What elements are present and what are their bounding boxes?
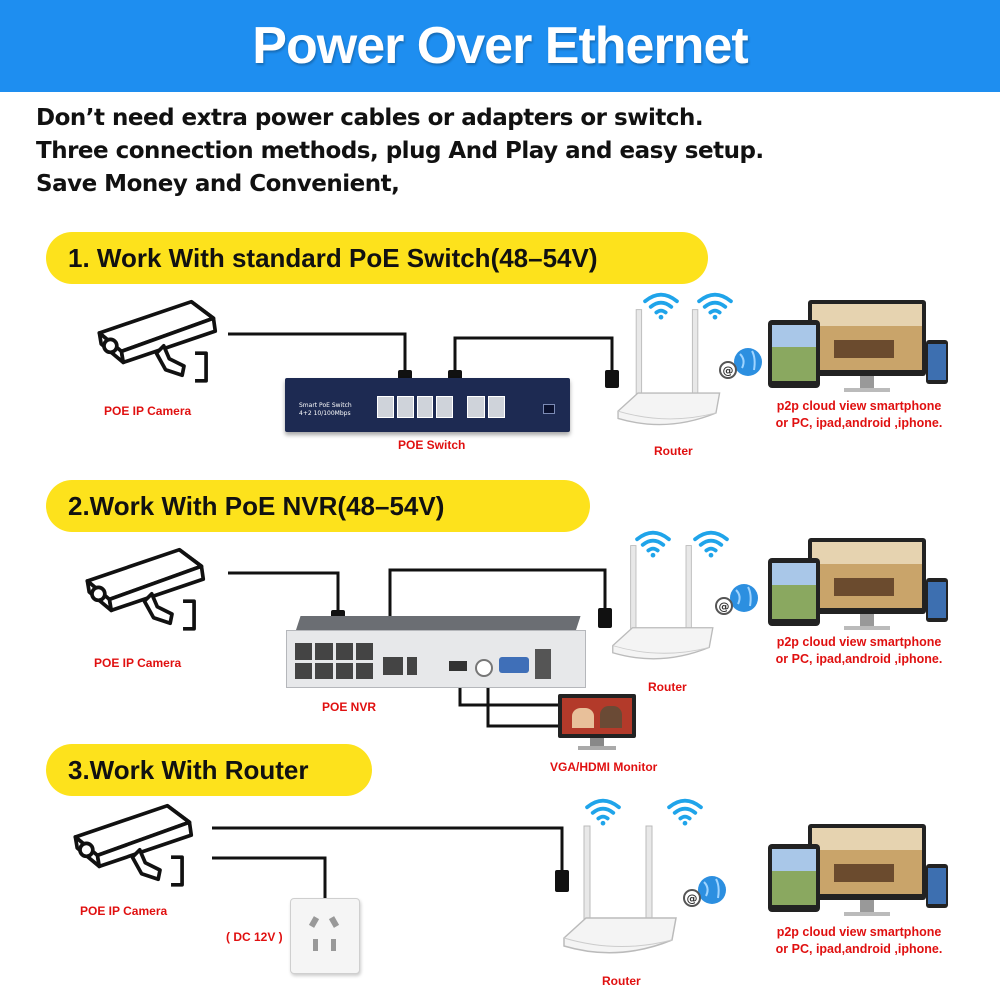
devices-1-icon: [764, 298, 954, 398]
devices-3-icon: [764, 822, 954, 922]
camera-3-icon: [68, 800, 206, 896]
cloud-3-icon: [680, 870, 730, 910]
header-banner: Power Over Ethernet: [0, 0, 1000, 92]
p2p-3-text: p2p cloud view smartphone or PC, ipad,an…: [744, 924, 974, 958]
poe-nvr-device: [286, 616, 586, 688]
p2p-2-line1: p2p cloud view smartphone: [776, 635, 942, 649]
camera-1-icon: [92, 296, 230, 392]
intro-line-1: Don’t need extra power cables or adapter…: [36, 105, 704, 131]
p2p-1-line1: p2p cloud view smartphone: [776, 399, 942, 413]
intro-line-2: Three connection methods, plug And Play …: [36, 138, 764, 164]
p2p-2-line2: or PC, ipad,android ,iphone.: [775, 652, 943, 666]
camera-3-label: POE IP Camera: [80, 904, 168, 918]
switch-spec-text: 4+2 10/100Mbps: [299, 410, 351, 417]
section-1-heading-pill: 1. Work With standard PoE Switch(48–54V): [46, 232, 708, 284]
p2p-1-text: p2p cloud view smartphone or PC, ipad,an…: [744, 398, 974, 432]
p2p-3-line1: p2p cloud view smartphone: [776, 925, 942, 939]
devices-2-icon: [764, 536, 954, 636]
section-2-heading-pill: 2.Work With PoE NVR(48–54V): [46, 480, 590, 532]
section-3-heading: 3.Work With Router: [68, 754, 309, 785]
router-2-icon: [606, 542, 716, 676]
intro-line-3: Save Money and Convenient,: [36, 171, 400, 197]
camera-2-label: POE IP Camera: [94, 656, 182, 670]
p2p-2-text: p2p cloud view smartphone or PC, ipad,an…: [744, 634, 974, 668]
switch-model-text: Smart PoE Switch: [299, 402, 352, 409]
router-1-label: Router: [654, 444, 693, 458]
power-outlet-icon: [290, 898, 360, 974]
poe-switch-device: Smart PoE Switch 4+2 10/100Mbps: [285, 378, 570, 432]
camera-2-icon: [80, 544, 218, 640]
section-2-heading: 2.Work With PoE NVR(48–54V): [68, 490, 445, 521]
router-2-label: Router: [648, 680, 687, 694]
monitor-label: VGA/HDMI Monitor: [550, 760, 658, 774]
page-title: Power Over Ethernet: [252, 17, 748, 75]
dc-12v-label: ( DC 12V ): [226, 930, 283, 944]
poe-nvr-label: POE NVR: [322, 700, 377, 714]
router-1-icon: [612, 306, 722, 442]
camera-1-label: POE IP Camera: [104, 404, 192, 418]
section-3-heading-pill: 3.Work With Router: [46, 744, 372, 796]
monitor-icon: [558, 694, 636, 752]
section-1-heading: 1. Work With standard PoE Switch(48–54V): [68, 242, 598, 273]
intro-text: Don’t need extra power cables or adapter…: [36, 102, 976, 201]
p2p-1-line2: or PC, ipad,android ,iphone.: [775, 416, 943, 430]
router-3-label: Router: [602, 974, 641, 988]
router-3-icon: [556, 822, 680, 972]
cloud-2-icon: [712, 578, 762, 618]
cloud-1-icon: [716, 342, 766, 382]
p2p-3-line2: or PC, ipad,android ,iphone.: [775, 942, 943, 956]
poe-switch-label: POE Switch: [398, 438, 466, 452]
